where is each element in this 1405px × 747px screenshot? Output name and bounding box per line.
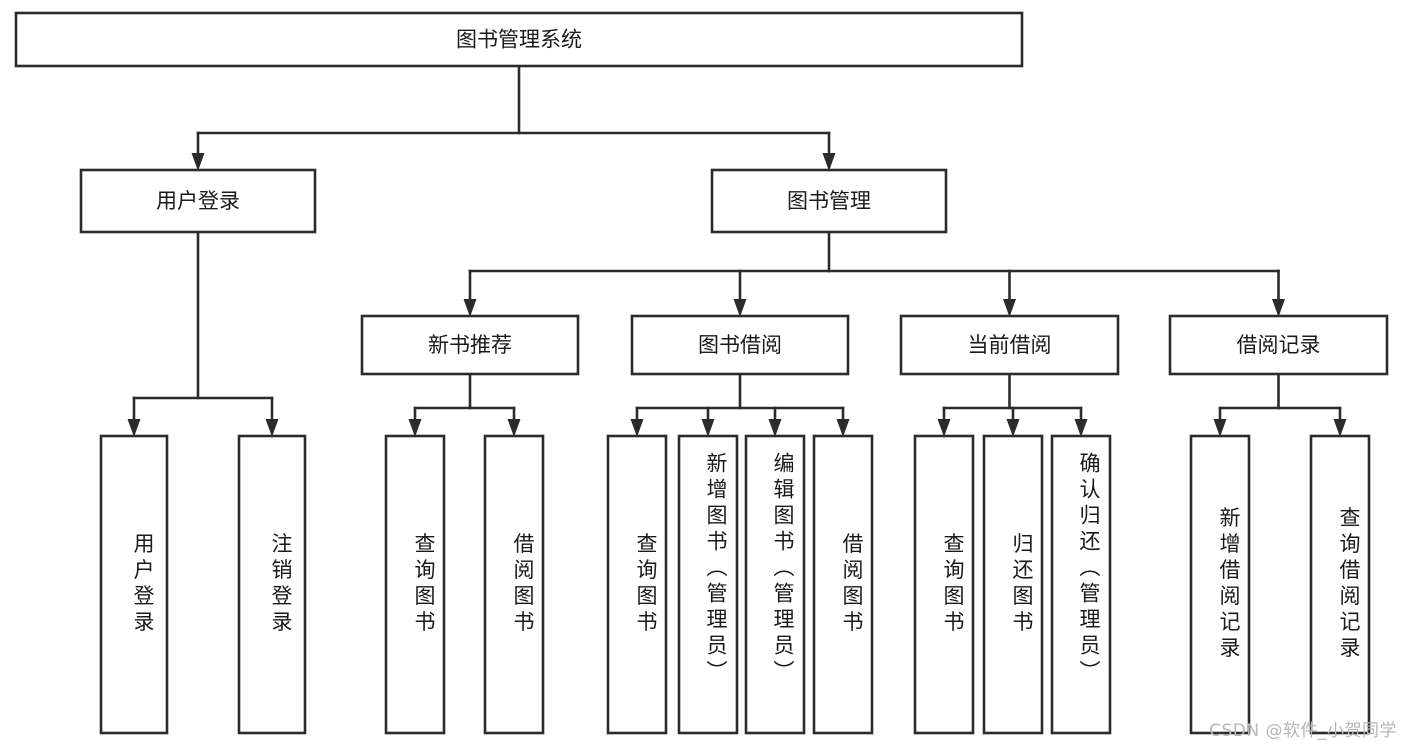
- node-leaf-user-logout[interactable]: 注销登录: [237, 434, 307, 735]
- node-label: 查询图书: [634, 533, 658, 637]
- node-root[interactable]: 图书管理系统: [14, 11, 1024, 68]
- node-box: [360, 314, 580, 376]
- node-l2-book-manage[interactable]: 图书管理: [710, 168, 948, 234]
- node-label: 查询图书: [941, 533, 965, 637]
- node-label: 用户登录: [156, 189, 240, 213]
- node-label: 查询图书: [412, 533, 436, 637]
- node-leaf-cb-return[interactable]: 归还图书: [982, 434, 1044, 735]
- node-label: 当前借阅: [968, 333, 1052, 357]
- node-box: [812, 434, 874, 735]
- node-l3-new-book-rec[interactable]: 新书推荐: [360, 314, 580, 376]
- node-l2-user-login[interactable]: 用户登录: [79, 168, 317, 234]
- node-label: 借阅图书: [511, 533, 535, 637]
- node-label: 借阅图书: [840, 533, 864, 637]
- node-leaf-bb-borrow[interactable]: 借阅图书: [812, 434, 874, 735]
- node-leaf-bb-edit[interactable]: 编辑图书（管理员）: [744, 434, 806, 735]
- node-label: 新书推荐: [428, 333, 512, 357]
- node-leaf-rec-borrow[interactable]: 借阅图书: [483, 434, 545, 735]
- node-box: [483, 434, 545, 735]
- node-label: 用户登录: [131, 533, 155, 637]
- node-label: 新增图书（管理员）: [704, 452, 728, 686]
- node-box: [1189, 434, 1251, 735]
- csdn-watermark: CSDN @软件_小贺同学: [1209, 721, 1397, 741]
- node-box: [1168, 314, 1389, 376]
- node-leaf-bb-query[interactable]: 查询图书: [606, 434, 668, 735]
- node-box: [237, 434, 307, 735]
- node-box: [99, 434, 169, 735]
- node-leaf-br-add[interactable]: 新增借阅记录: [1189, 434, 1251, 735]
- node-label: 借阅记录: [1237, 333, 1321, 357]
- node-leaf-cb-confirm[interactable]: 确认归还（管理员）: [1050, 434, 1112, 735]
- node-label: 图书借阅: [698, 333, 782, 357]
- node-leaf-cb-query[interactable]: 查询图书: [913, 434, 975, 735]
- edges-layer: [127, 64, 1347, 437]
- node-leaf-user-login[interactable]: 用户登录: [99, 434, 169, 735]
- node-label: 图书管理系统: [456, 28, 582, 52]
- node-l3-book-borrow[interactable]: 图书借阅: [630, 314, 850, 376]
- node-box: [1309, 434, 1371, 735]
- node-box: [982, 434, 1044, 735]
- node-l3-current-borrow[interactable]: 当前借阅: [899, 314, 1120, 376]
- node-box: [1050, 434, 1112, 735]
- node-box: [710, 168, 948, 234]
- node-label: 归还图书: [1010, 533, 1034, 637]
- node-label: 查询借阅记录: [1337, 507, 1361, 663]
- node-box: [899, 314, 1120, 376]
- node-leaf-bb-add[interactable]: 新增图书（管理员）: [677, 434, 739, 735]
- node-box: [744, 434, 806, 735]
- node-label: 图书管理: [787, 189, 871, 213]
- node-box: [606, 434, 668, 735]
- node-label: 新增借阅记录: [1217, 507, 1241, 663]
- node-box: [913, 434, 975, 735]
- node-box: [14, 11, 1024, 68]
- node-leaf-rec-query[interactable]: 查询图书: [384, 434, 446, 735]
- node-box: [677, 434, 739, 735]
- node-label: 注销登录: [269, 533, 293, 637]
- nodes-layer: 图书管理系统用户登录图书管理新书推荐图书借阅当前借阅借阅记录用户登录注销登录查询…: [14, 11, 1389, 735]
- node-l3-borrow-record[interactable]: 借阅记录: [1168, 314, 1389, 376]
- node-label: 确认归还（管理员）: [1077, 452, 1101, 686]
- node-leaf-br-query[interactable]: 查询借阅记录: [1309, 434, 1371, 735]
- node-label: 编辑图书（管理员）: [771, 452, 795, 686]
- node-box: [79, 168, 317, 234]
- node-box: [384, 434, 446, 735]
- node-box: [630, 314, 850, 376]
